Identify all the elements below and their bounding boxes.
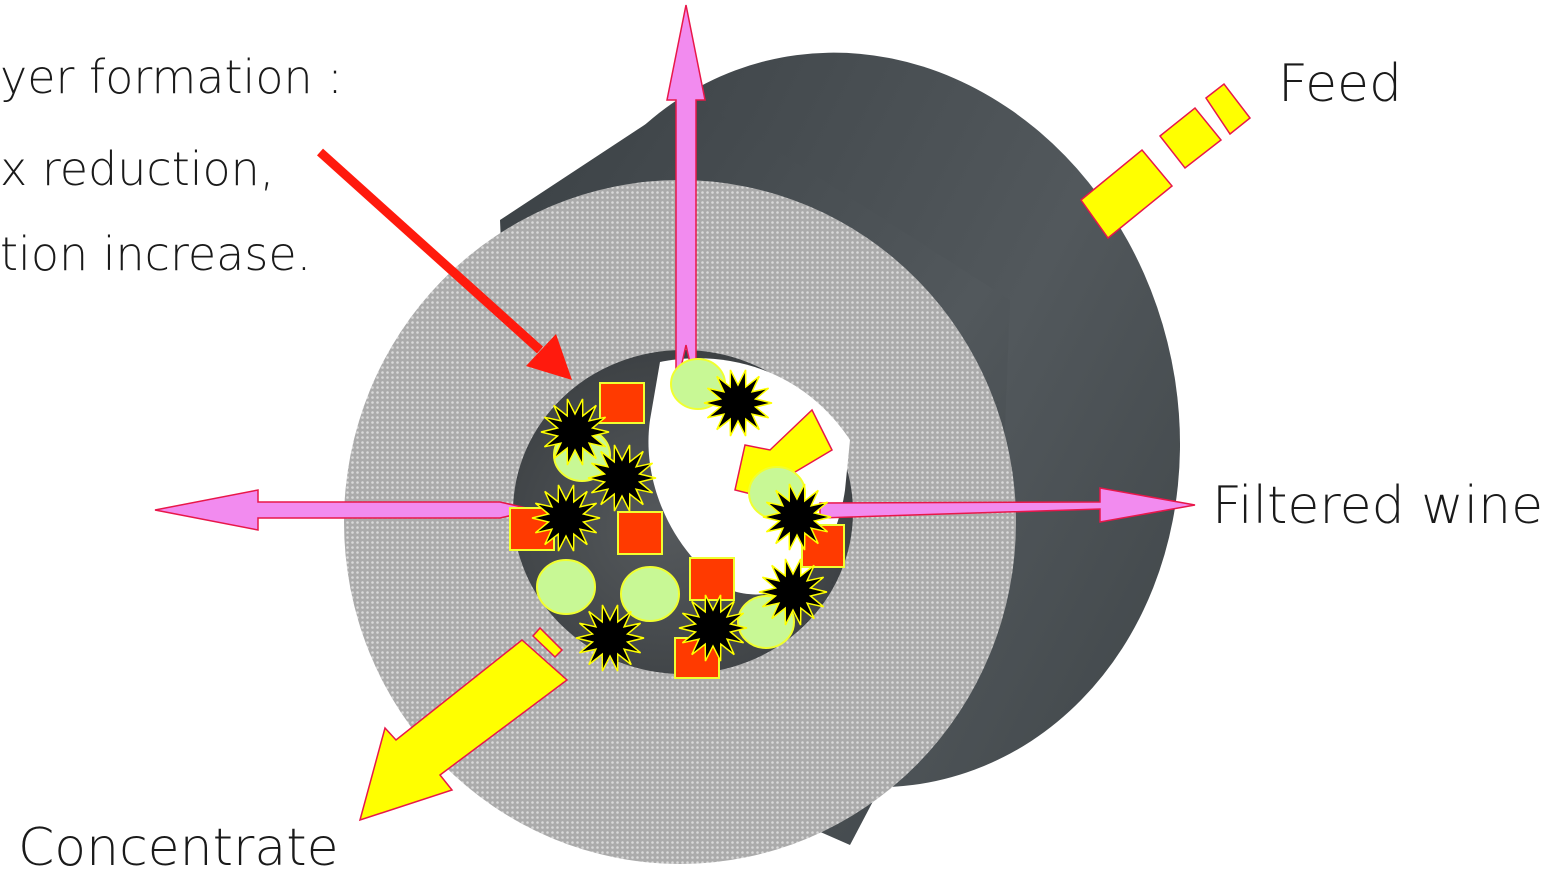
annotation-line-3: tion increase.: [0, 227, 312, 281]
star-particles: [531, 369, 832, 672]
star-particle: [678, 594, 748, 662]
star-particle: [758, 558, 828, 626]
star-particle: [703, 369, 773, 437]
feed-label: Feed: [1278, 54, 1403, 114]
round-particle: [620, 566, 680, 622]
pointer-arrow: [316, 148, 572, 380]
square-particle: [689, 557, 735, 601]
annotation-line-2: x reduction,: [0, 142, 275, 196]
star-particle: [762, 483, 832, 551]
filtered-wine-label: Filtered wine: [1212, 476, 1544, 536]
round-particle: [536, 559, 596, 615]
star-particle: [587, 444, 657, 512]
annotation-line-1: yer formation :: [0, 50, 343, 104]
star-particle: [531, 484, 601, 552]
star-particle: [540, 398, 610, 466]
permeate-arrow-right: [819, 487, 1196, 523]
square-particle: [617, 511, 663, 555]
feed-arrow: [1079, 82, 1252, 240]
concentrate-arrow: [358, 626, 569, 822]
concentrate-label: Concentrate: [18, 818, 339, 878]
square-particle: [599, 382, 645, 424]
star-particle: [575, 604, 645, 672]
